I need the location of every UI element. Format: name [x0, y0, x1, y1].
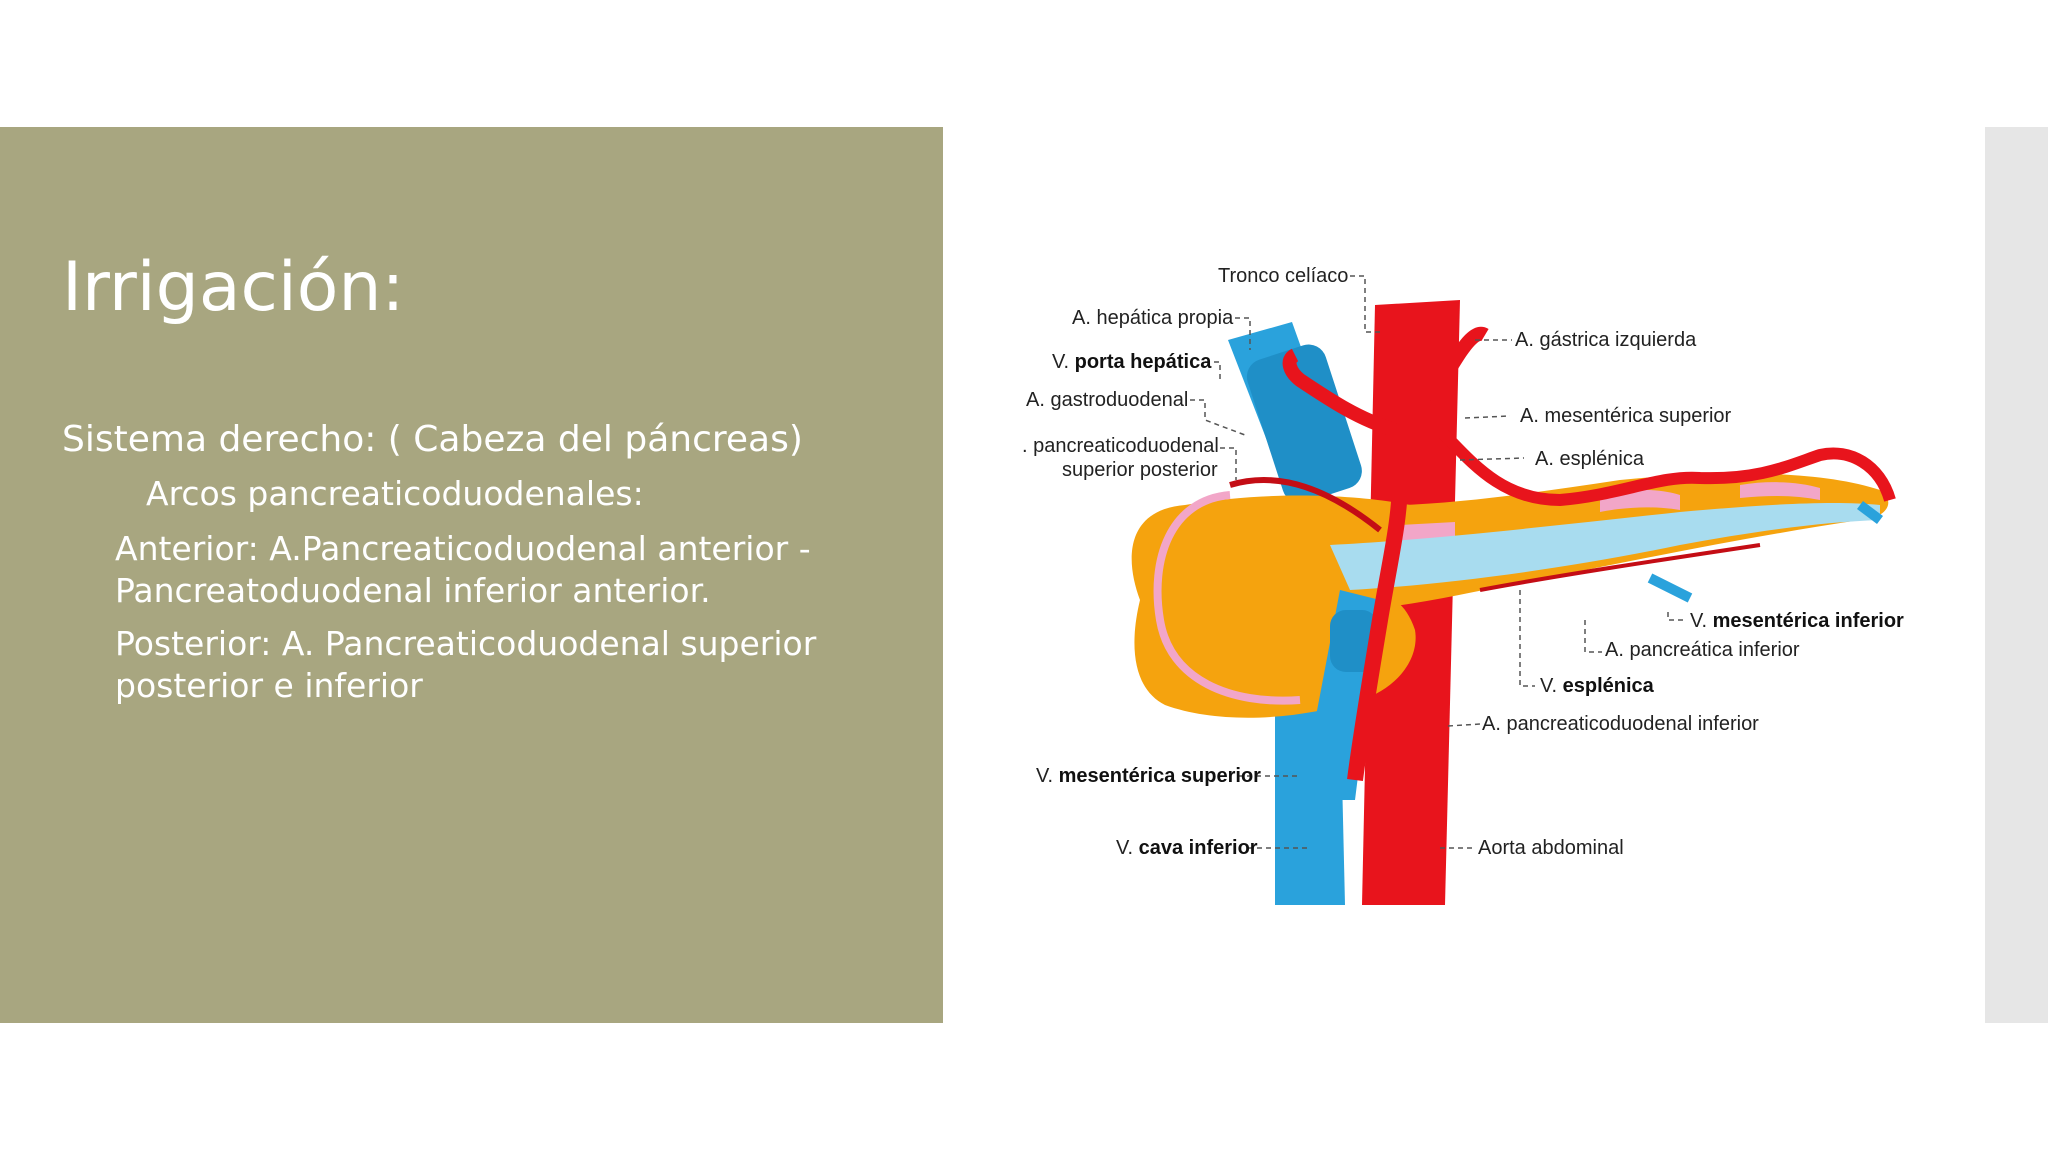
pancreas-irrigation-diagram: Tronco celíaco A. hepática propia V. por… — [1022, 265, 1904, 905]
slide-title: Irrigación: — [62, 248, 405, 327]
text-line-anterior-2: Pancreatoduodenal inferior anterior. — [115, 571, 711, 610]
pancreatic-duct — [1330, 502, 1880, 590]
label-tronco-celiaco: Tronco celíaco — [1218, 265, 1348, 287]
inferior-mesenteric-vein — [1647, 573, 1693, 603]
label-hepatica-propia: A. hepática propia — [1072, 307, 1234, 329]
label-gastrica-izquierda: A. gástrica izquierda — [1515, 329, 1697, 351]
inferior-pancreatic-artery — [1479, 543, 1761, 592]
pink-segment-3 — [1740, 482, 1820, 500]
label-v-esplenica: V. esplénica — [1540, 675, 1655, 697]
text-line-posterior-2: posterior e inferior — [115, 666, 423, 705]
label-v-porta: V. porta hepática — [1052, 351, 1212, 373]
label-pancreatica-inferior: A. pancreática inferior — [1605, 639, 1800, 661]
text-line-arcos: Arcos pancreaticoduodenales: — [146, 474, 644, 513]
text-block-anterior: Anterior: A.Pancreaticoduodenal anterior… — [115, 528, 811, 612]
label-gastroduodenal: A. gastroduodenal — [1026, 389, 1188, 411]
text-block-posterior: Posterior: A. Pancreaticoduodenal superi… — [115, 623, 816, 707]
label-pancreaticoduodenal-sup-1: . pancreaticoduodenal — [1022, 435, 1219, 457]
pancreaticoduodenal-arc — [1153, 491, 1301, 705]
label-esplenica-a: A. esplénica — [1535, 448, 1645, 470]
hepatic-artery — [1282, 348, 1397, 437]
inferior-pancreaticoduodenal-artery — [1229, 477, 1382, 533]
label-aorta-abdominal: Aorta abdominal — [1478, 837, 1624, 859]
title-panel — [0, 127, 943, 1023]
leader-lines — [1190, 275, 1686, 849]
splenic-artery — [1435, 425, 1896, 507]
left-gastric-artery — [1424, 326, 1489, 404]
label-v-mesenterica-superior: V. mesentérica superior — [1036, 765, 1261, 787]
superior-mesenteric-artery — [1347, 479, 1408, 781]
text-line-anterior-1: Anterior: A.Pancreaticoduodenal anterior… — [115, 529, 811, 568]
label-v-cava-inferior: V. cava inferior — [1116, 837, 1258, 859]
text-line-sistema: Sistema derecho: ( Cabeza del páncreas) — [62, 419, 803, 460]
side-strip — [1985, 127, 2048, 1023]
label-pancreaticoduodenal-inferior: A. pancreaticoduodenal inferior — [1482, 713, 1759, 735]
label-mesenterica-superior-a: A. mesentérica superior — [1520, 405, 1732, 427]
porta-cap — [1246, 344, 1362, 504]
label-v-mesenterica-inferior: V. mesentérica inferior — [1690, 610, 1904, 632]
text-line-posterior-1: Posterior: A. Pancreaticoduodenal superi… — [115, 624, 817, 663]
splenic-vein-tail — [1857, 501, 1883, 524]
label-pancreaticoduodenal-sup-2: superior posterior — [1062, 459, 1218, 481]
